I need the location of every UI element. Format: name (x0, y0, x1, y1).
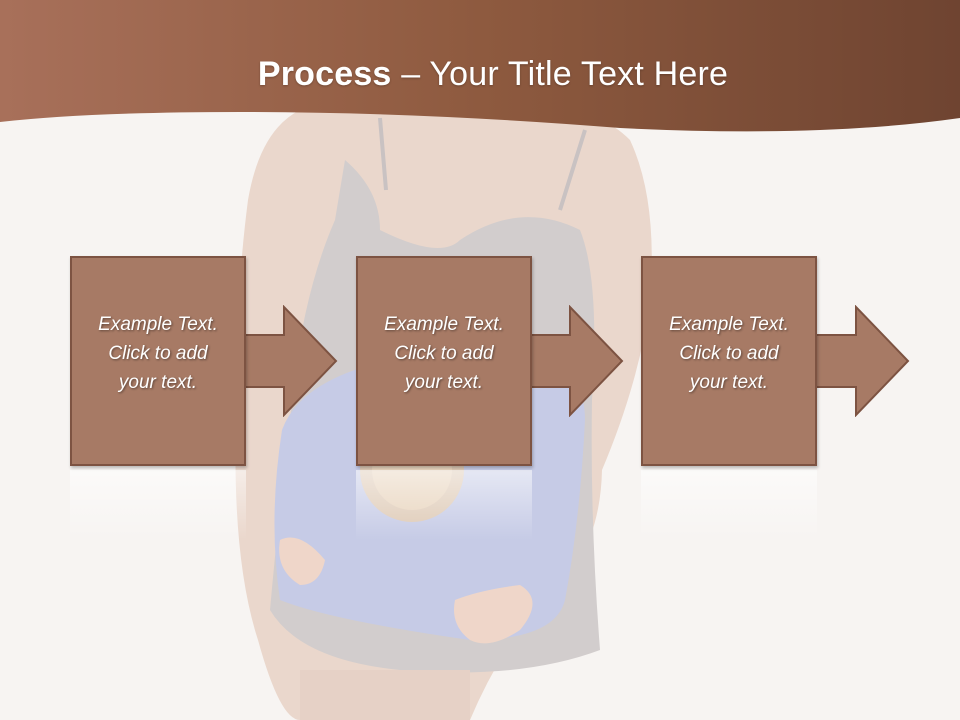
step-line: your text. (404, 372, 484, 393)
step-line: your text. (118, 372, 198, 393)
right-arrow-icon (527, 305, 624, 417)
step-text[interactable]: Example Text. Click to add your text. (643, 310, 815, 397)
box-reflection (641, 470, 817, 540)
box-reflection (70, 470, 246, 540)
step-line: Click to add (679, 343, 779, 364)
process-step-3[interactable]: Example Text. Click to add your text. (641, 256, 817, 466)
process-step-1[interactable]: Example Text. Click to add your text. (70, 256, 246, 466)
step-line: Example Text. (669, 314, 789, 335)
step-line: your text. (689, 372, 769, 393)
step-text[interactable]: Example Text. Click to add your text. (358, 310, 530, 397)
right-arrow-icon (813, 305, 910, 417)
slide-title[interactable]: Process – Your Title Text Here (0, 50, 960, 98)
title-bold: Process (257, 55, 392, 93)
process-box[interactable]: Example Text. Click to add your text. (70, 256, 246, 466)
title-separator: – (391, 55, 430, 93)
process-box[interactable]: Example Text. Click to add your text. (641, 256, 817, 466)
step-line: Click to add (108, 343, 208, 364)
step-line: Click to add (394, 343, 494, 364)
process-box[interactable]: Example Text. Click to add your text. (356, 256, 532, 466)
process-step-2[interactable]: Example Text. Click to add your text. (356, 256, 532, 466)
right-arrow-icon (241, 305, 338, 417)
step-text[interactable]: Example Text. Click to add your text. (72, 310, 244, 397)
header-banner (0, 0, 960, 132)
step-line: Example Text. (98, 314, 218, 335)
title-rest: Your Title Text Here (429, 55, 729, 93)
box-reflection (356, 470, 532, 540)
step-line: Example Text. (384, 314, 504, 335)
